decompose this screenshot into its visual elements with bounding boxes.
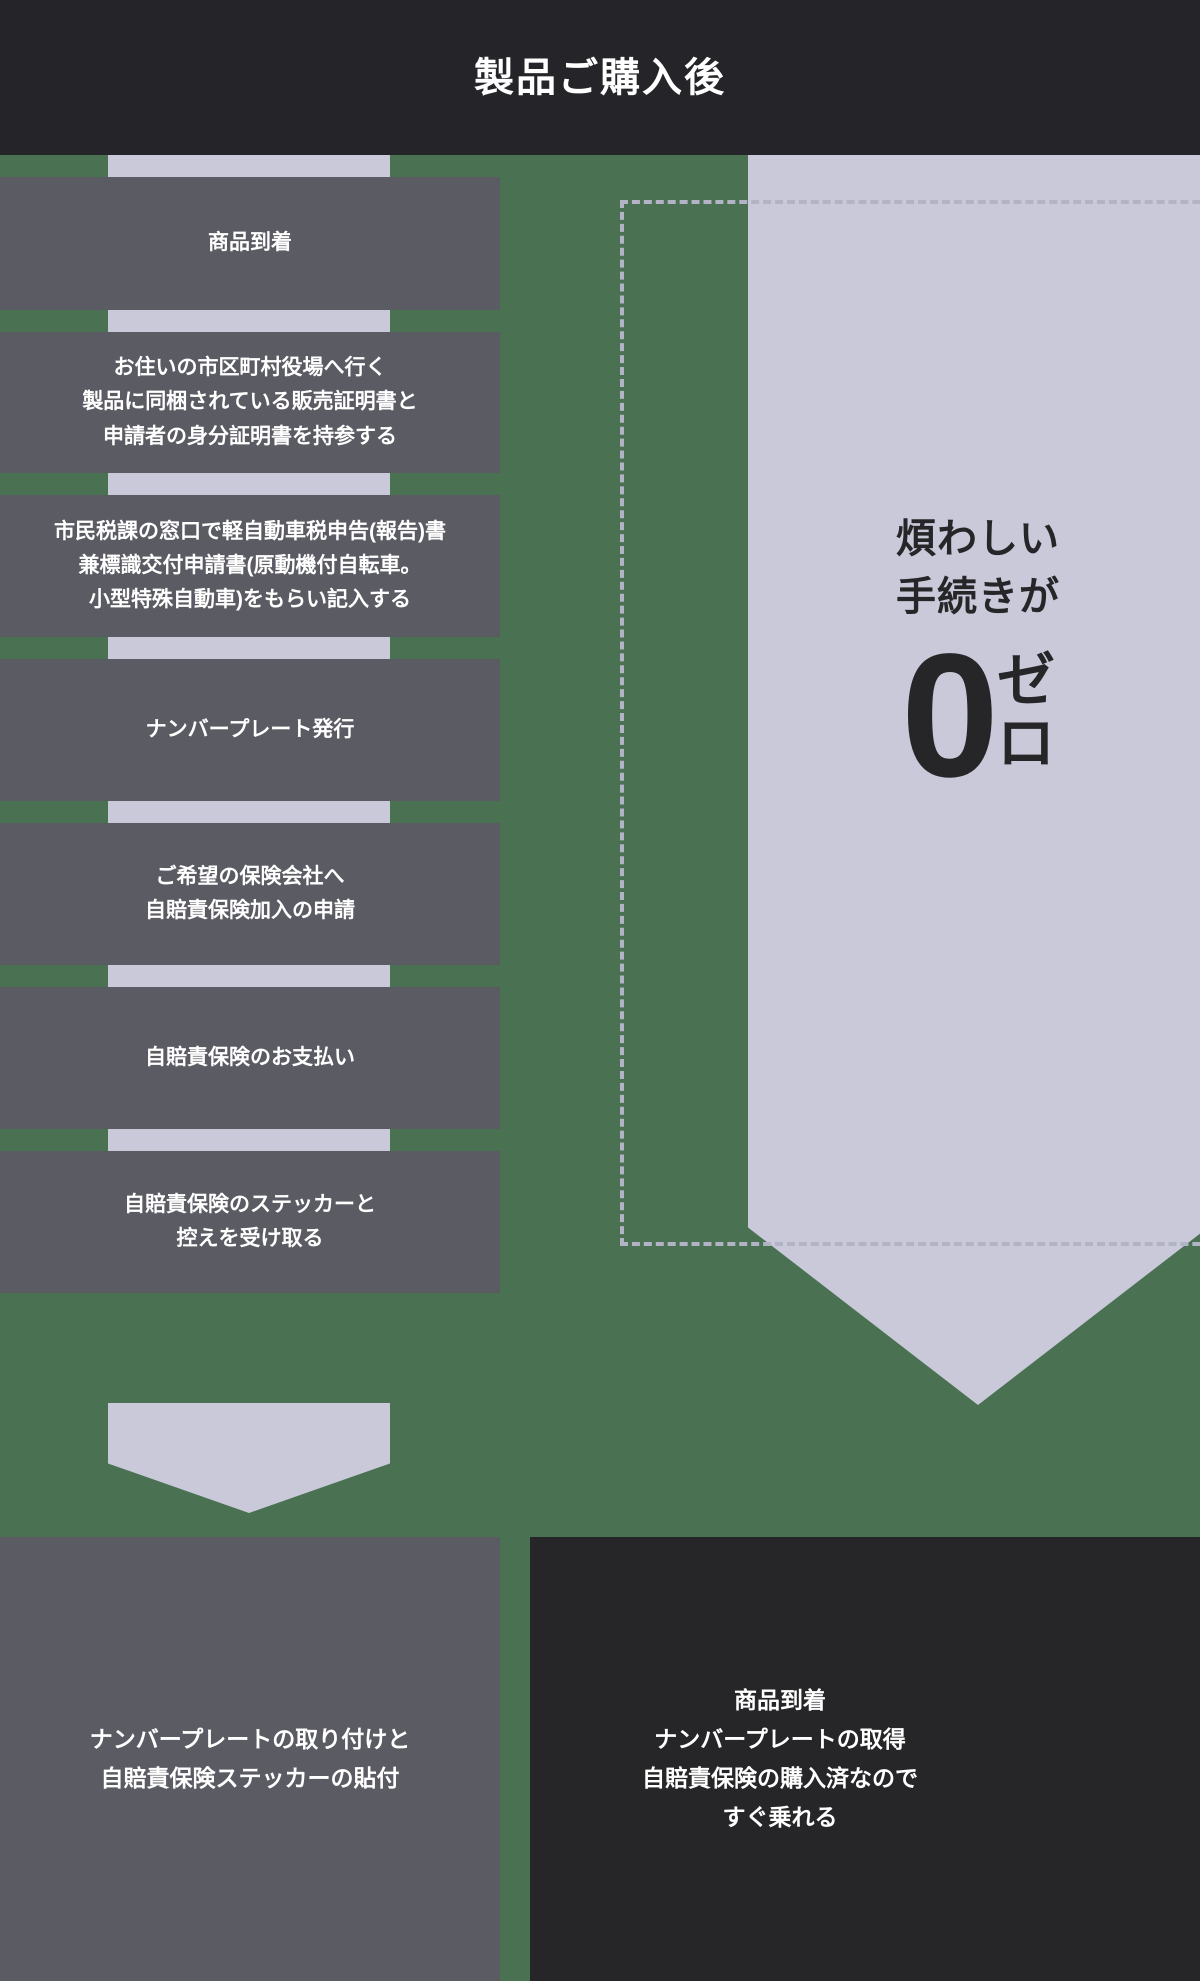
- connector-6: [0, 1129, 500, 1151]
- banner-line-1: 煩わしい: [896, 517, 1060, 561]
- banner-line-2: 手続きが: [896, 575, 1060, 619]
- connector-5: [0, 965, 500, 987]
- header-bar: 製品ご購入後: [0, 0, 1200, 155]
- flow-step-7: 自賠責保険のステッカーと 控えを受け取る: [0, 1151, 500, 1293]
- flow-step-4: ナンバープレート発行: [0, 659, 500, 801]
- flow-step-3: 市民税課の窓口で軽自動車税申告(報告)書 兼標識交付申請書(原動機付自転車。 小…: [0, 495, 500, 637]
- connector-4: [0, 801, 500, 823]
- page-title: 製品ご購入後: [474, 55, 726, 100]
- zero-row: 0 ゼ ロ: [863, 618, 1093, 814]
- connector-1: [0, 310, 500, 332]
- flow-canvas: 煩わしい 手続きが 0 ゼ ロ 商品到着 お住いの市区町村役場へ行く 製品に同梱…: [0, 155, 1200, 1981]
- flow-step-5: ご希望の保険会社へ 自賠責保険加入の申請: [0, 823, 500, 965]
- zero-kana: ゼ ロ: [997, 632, 1055, 775]
- process-flow: 商品到着 お住いの市区町村役場へ行く 製品に同梱されている販売証明書と 申請者の…: [0, 155, 500, 1293]
- zero-hassle-banner: 煩わしい 手続きが 0 ゼ ロ: [748, 155, 1200, 1405]
- connector-0: [0, 155, 500, 177]
- flow-step-6: 自賠責保険のお支払い: [0, 987, 500, 1129]
- result-box-left: ナンバープレートの取り付けと 自賠責保険ステッカーの貼付: [0, 1537, 500, 1981]
- zero-hassle-content: 煩わしい 手続きが 0 ゼ ロ: [863, 155, 1093, 814]
- zero-numeral: 0: [901, 618, 999, 814]
- flow-step-2: お住いの市区町村役場へ行く 製品に同梱されている販売証明書と 申請者の身分証明書…: [0, 332, 500, 473]
- result-box-right: 商品到着 ナンバープレートの取得 自賠責保険の購入済なので すぐ乗れる: [530, 1537, 1200, 1981]
- connector-2: [0, 473, 500, 495]
- zero-kana-top: ゼ: [996, 648, 1055, 713]
- down-arrow-left: [108, 1403, 390, 1513]
- zero-kana-bottom: ロ: [996, 710, 1055, 776]
- flow-step-1: 商品到着: [0, 177, 500, 310]
- connector-3: [0, 637, 500, 659]
